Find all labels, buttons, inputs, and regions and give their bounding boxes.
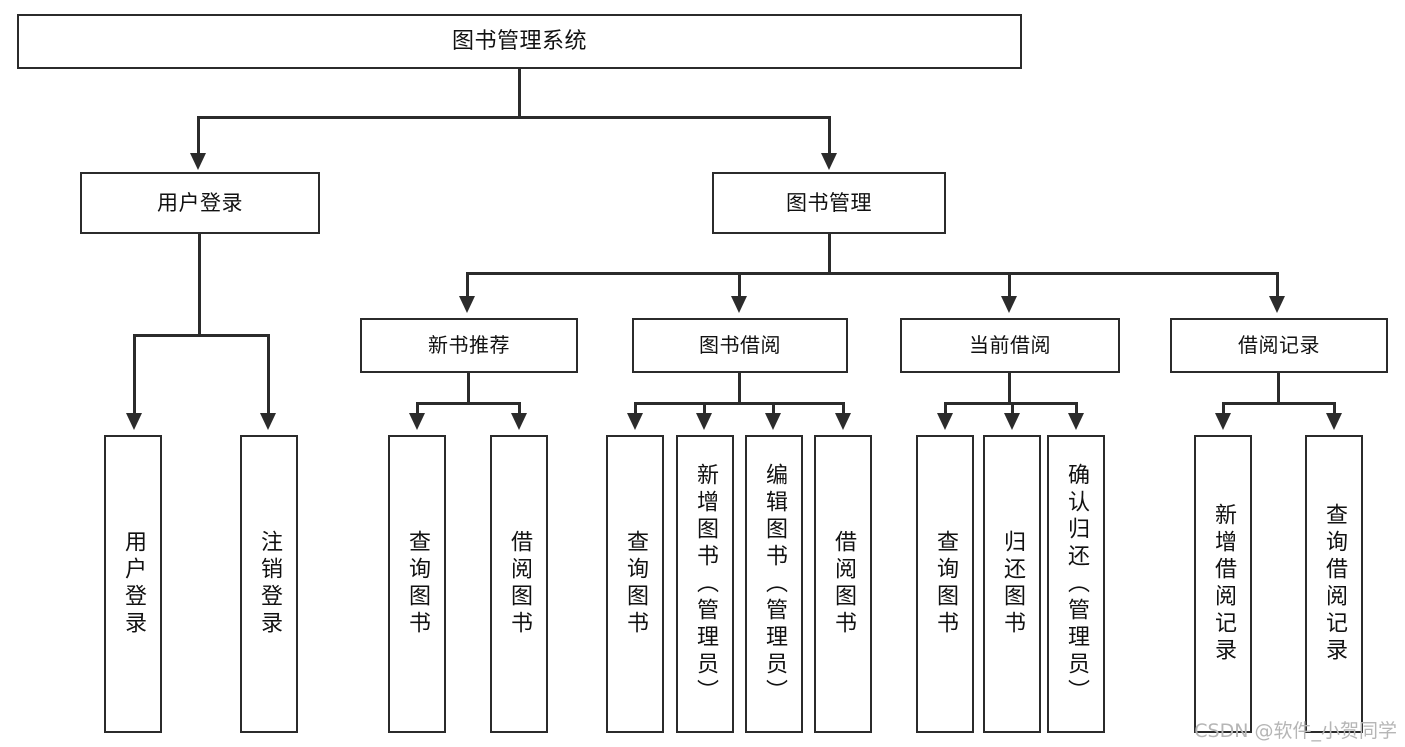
leaf-label: 新增图书（管理员）: [693, 462, 718, 706]
connector-drop-book-borrow: [738, 272, 741, 299]
leaf-cb-confirm-return[interactable]: 确认归还（管理员）: [1047, 435, 1105, 733]
connector-drop-book-manage: [828, 116, 831, 156]
leaf-label: 注销登录: [257, 530, 282, 638]
leaf-cb-query-book[interactable]: 查询图书: [916, 435, 974, 733]
leaf-nb-query-book[interactable]: 查询图书: [388, 435, 446, 733]
node-current-borrow[interactable]: 当前借阅: [900, 318, 1120, 373]
connector-level2-bus: [466, 272, 1278, 275]
node-book-borrow[interactable]: 图书借阅: [632, 318, 848, 373]
arrowhead-cb-query: [937, 413, 953, 430]
connector-drop-br-add: [1222, 402, 1225, 416]
arrowhead-new-book: [459, 296, 475, 313]
arrowhead-cb-confirm: [1068, 413, 1084, 430]
leaf-label: 借阅图书: [831, 530, 856, 638]
connector-drop-cb-confirm: [1075, 402, 1078, 416]
connector-drop-nb-query: [416, 402, 419, 416]
node-borrow-record[interactable]: 借阅记录: [1170, 318, 1388, 373]
connector-new-book-bus: [416, 402, 521, 405]
node-root-system[interactable]: 图书管理系统: [17, 14, 1022, 69]
node-new-book-recommend[interactable]: 新书推荐: [360, 318, 578, 373]
arrowhead-bb-edit: [765, 413, 781, 430]
leaf-label: 用户登录: [121, 530, 146, 638]
leaf-bb-add-book[interactable]: 新增图书（管理员）: [676, 435, 734, 733]
leaf-br-add-record[interactable]: 新增借阅记录: [1194, 435, 1252, 733]
connector-drop-borrow-record: [1276, 272, 1279, 299]
connector-drop-bb-borrow: [842, 402, 845, 416]
connector-borrow-record-stem: [1277, 373, 1280, 404]
connector-user-login-bus: [133, 334, 270, 337]
leaf-label: 查询借阅记录: [1322, 503, 1347, 665]
leaf-label: 新增借阅记录: [1211, 503, 1236, 665]
connector-level1-bus: [197, 116, 831, 119]
node-label: 借阅记录: [1238, 333, 1320, 357]
leaf-logout[interactable]: 注销登录: [240, 435, 298, 733]
connector-drop-current-borrow: [1008, 272, 1011, 299]
connector-drop-leaf-user-login: [133, 334, 136, 416]
arrowhead-br-add: [1215, 413, 1231, 430]
leaf-label: 查询图书: [405, 530, 430, 638]
leaf-label: 借阅图书: [507, 530, 532, 638]
node-label: 新书推荐: [428, 333, 510, 357]
connector-drop-user-login: [197, 116, 200, 156]
node-label: 图书借阅: [699, 333, 781, 357]
connector-drop-cb-return: [1011, 402, 1014, 416]
arrowhead-book-manage: [821, 153, 837, 170]
node-label: 当前借阅: [969, 333, 1051, 357]
csdn-watermark: CSDN @软件_小贺同学: [1194, 720, 1397, 742]
connector-drop-bb-query: [634, 402, 637, 416]
leaf-label: 编辑图书（管理员）: [762, 462, 787, 706]
arrowhead-bb-borrow: [835, 413, 851, 430]
leaf-label: 查询图书: [933, 530, 958, 638]
leaf-label: 查询图书: [623, 530, 648, 638]
arrowhead-bb-query: [627, 413, 643, 430]
arrowhead-br-query: [1326, 413, 1342, 430]
arrowhead-bb-add: [696, 413, 712, 430]
arrowhead-nb-query: [409, 413, 425, 430]
leaf-label: 归还图书: [1000, 530, 1025, 638]
connector-new-book-stem: [467, 373, 470, 404]
node-user-login[interactable]: 用户登录: [80, 172, 320, 234]
connector-drop-br-query: [1333, 402, 1336, 416]
arrowhead-user-login: [190, 153, 206, 170]
leaf-bb-edit-book[interactable]: 编辑图书（管理员）: [745, 435, 803, 733]
node-label: 用户登录: [157, 190, 243, 215]
connector-drop-bb-add: [703, 402, 706, 416]
arrowhead-nb-borrow: [511, 413, 527, 430]
connector-book-borrow-bus: [634, 402, 845, 405]
arrowhead-leaf-logout: [260, 413, 276, 430]
leaf-cb-return-book[interactable]: 归还图书: [983, 435, 1041, 733]
connector-drop-leaf-logout: [267, 334, 270, 416]
connector-drop-bb-edit: [772, 402, 775, 416]
node-book-management[interactable]: 图书管理: [712, 172, 946, 234]
arrowhead-leaf-user-login: [126, 413, 142, 430]
arrowhead-cb-return: [1004, 413, 1020, 430]
arrowhead-borrow-record: [1269, 296, 1285, 313]
arrowhead-current-borrow: [1001, 296, 1017, 313]
leaf-nb-borrow-book[interactable]: 借阅图书: [490, 435, 548, 733]
connector-drop-new-book: [466, 272, 469, 299]
leaf-label: 确认归还（管理员）: [1064, 462, 1089, 706]
connector-drop-nb-borrow: [518, 402, 521, 416]
connector-book-borrow-stem: [738, 373, 741, 404]
leaf-user-login[interactable]: 用户登录: [104, 435, 162, 733]
leaf-br-query-record[interactable]: 查询借阅记录: [1305, 435, 1363, 733]
node-label: 图书管理系统: [451, 28, 587, 54]
connector-borrow-record-bus: [1222, 402, 1336, 405]
leaf-bb-borrow-book[interactable]: 借阅图书: [814, 435, 872, 733]
connector-root-stem: [518, 69, 521, 118]
connector-current-borrow-stem: [1008, 373, 1011, 404]
leaf-bb-query-book[interactable]: 查询图书: [606, 435, 664, 733]
connector-book-manage-stem: [828, 234, 831, 275]
arrowhead-book-borrow: [731, 296, 747, 313]
connector-drop-cb-query: [944, 402, 947, 416]
connector-user-login-stem: [198, 234, 201, 336]
node-label: 图书管理: [786, 190, 872, 215]
